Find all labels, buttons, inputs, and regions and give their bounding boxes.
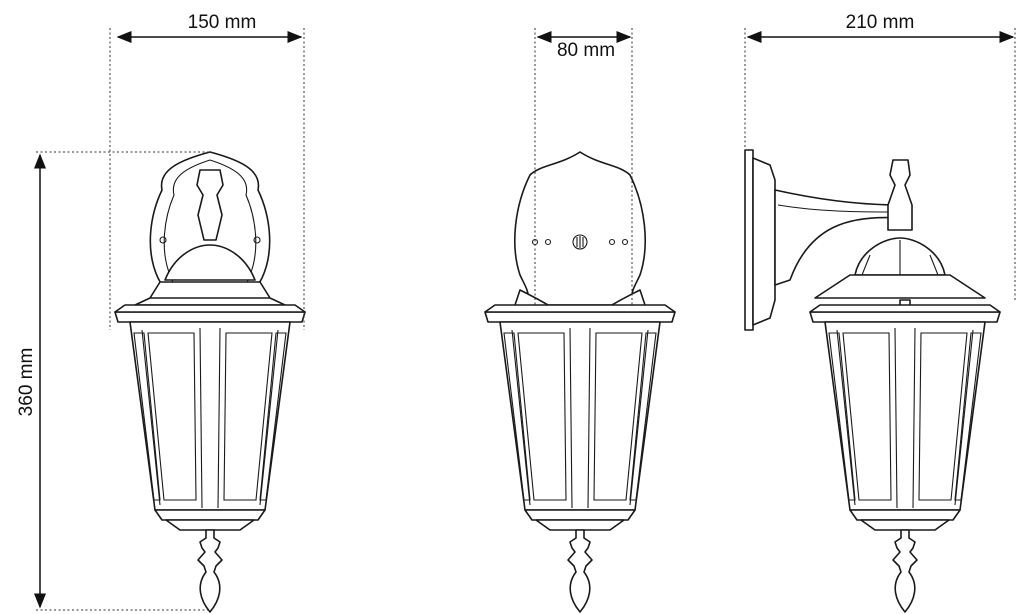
back-view xyxy=(484,151,676,613)
width-back-plate-label: 80 mm xyxy=(557,40,615,61)
depth-side-label: 210 mm xyxy=(846,12,915,33)
side-view xyxy=(744,149,1001,613)
dimension-lines xyxy=(34,28,1016,611)
front-view xyxy=(114,151,306,613)
width-front-label: 150 mm xyxy=(188,12,257,33)
height-label: 360 mm xyxy=(16,348,37,417)
